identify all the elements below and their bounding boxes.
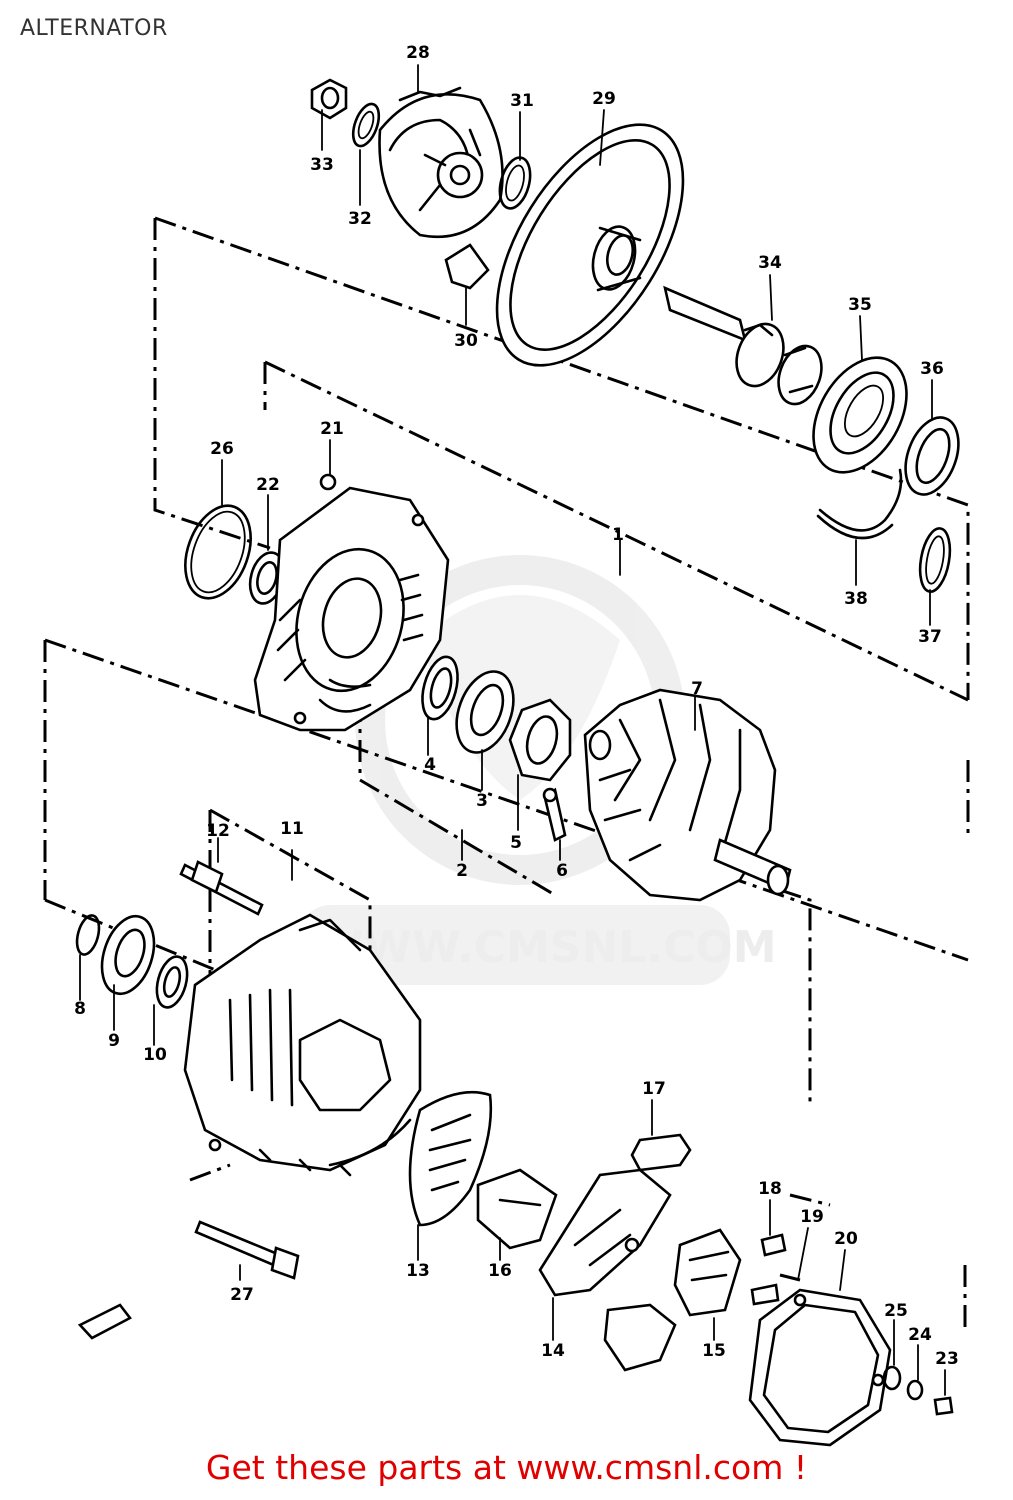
- pulley-29: [495, 123, 685, 367]
- bearing-3: [455, 670, 515, 754]
- part-label-35: 35: [848, 295, 872, 315]
- o-ring-26: [184, 504, 252, 600]
- part-label-29: 29: [592, 89, 616, 109]
- part-label-30: 30: [454, 331, 478, 351]
- part-label-4: 4: [424, 755, 436, 775]
- seal-4: [421, 655, 459, 721]
- nut-33: [310, 78, 348, 120]
- seal-36: [904, 416, 960, 496]
- snap-ring-37: [918, 527, 952, 593]
- footer-link-text[interactable]: Get these parts at www.cmsnl.com !: [205, 1448, 808, 1487]
- bracket-14: [538, 1168, 672, 1297]
- part-label-13: 13: [406, 1261, 430, 1281]
- circlip-38: [816, 468, 903, 540]
- screw-6: [542, 787, 567, 842]
- part-label-9: 9: [108, 1031, 120, 1051]
- part-label-1: 1: [612, 525, 624, 545]
- part-label-16: 16: [488, 1261, 512, 1281]
- part-label-36: 36: [920, 359, 944, 379]
- part-label-23: 23: [935, 1349, 959, 1369]
- part-label-8: 8: [74, 999, 86, 1019]
- watermark-text: WWW.CMSNL.COM: [315, 922, 777, 973]
- through-bolt-12: [179, 860, 264, 916]
- rectifier-13: [408, 1090, 493, 1227]
- brush-holder-16: [476, 1168, 558, 1250]
- part-label-17: 17: [642, 1079, 666, 1099]
- front-arrow-icon: [77, 1303, 132, 1340]
- diagram-title: ALTERNATOR: [20, 16, 168, 41]
- screw-19: [750, 1283, 780, 1306]
- screw-18: [760, 1233, 787, 1257]
- seal-10: [155, 955, 189, 1009]
- part-label-5: 5: [510, 833, 522, 853]
- part-label-2: 2: [456, 861, 468, 881]
- part-label-32: 32: [348, 209, 372, 229]
- terminal-17: [630, 1133, 692, 1172]
- rear-housing-11: [183, 913, 422, 1177]
- part-label-27: 27: [230, 1285, 254, 1305]
- part-label-22: 22: [256, 475, 280, 495]
- bearing-35: [812, 356, 908, 474]
- part-label-21: 21: [320, 419, 344, 439]
- washer-24: [906, 1379, 924, 1401]
- part-label-14: 14: [541, 1341, 565, 1361]
- part-label-18: 18: [758, 1179, 782, 1199]
- part-label-3: 3: [476, 791, 488, 811]
- part-label-6: 6: [556, 861, 568, 881]
- nut-23: [933, 1396, 954, 1416]
- washer-32: [351, 102, 381, 148]
- part-label-26: 26: [210, 439, 234, 459]
- part-label-38: 38: [844, 589, 868, 609]
- part-label-34: 34: [758, 253, 782, 273]
- o-ring-31: [498, 156, 532, 210]
- part-label-25: 25: [884, 1301, 908, 1321]
- fan-hub-28: [378, 86, 504, 239]
- part-labels: 1 2 3 4 5 6 7 8 9 10 11 12 13 14 15 16 1…: [74, 43, 959, 1369]
- part-label-11: 11: [280, 819, 304, 839]
- terminal-part: [603, 1303, 677, 1372]
- watermark-logo: WWW.CMSNL.COM: [300, 555, 777, 985]
- rotor-7: [583, 688, 792, 902]
- part-label-19: 19: [800, 1207, 824, 1227]
- bearing-9: [100, 914, 156, 996]
- part-label-10: 10: [143, 1045, 167, 1065]
- rear-cover-20: [748, 1288, 892, 1447]
- part-label-31: 31: [510, 91, 534, 111]
- part-label-15: 15: [702, 1341, 726, 1361]
- retainer-plate-5: [508, 698, 572, 782]
- regulator-15: [673, 1228, 742, 1317]
- part-label-20: 20: [834, 1229, 858, 1249]
- part-label-28: 28: [406, 43, 430, 63]
- part-label-33: 33: [310, 155, 334, 175]
- part-label-12: 12: [206, 821, 230, 841]
- ring-8: [75, 914, 101, 956]
- shaft-gear-34: [663, 285, 823, 406]
- assembly-outline-1: [153, 218, 271, 550]
- key-30: [444, 243, 490, 290]
- washer-25: [882, 1365, 902, 1391]
- part-label-24: 24: [908, 1325, 932, 1345]
- leader-lines: [79, 64, 946, 1396]
- screw-21: [319, 473, 337, 491]
- front-housing: [253, 486, 450, 732]
- bolt-27: [194, 1220, 300, 1280]
- part-label-7: 7: [691, 679, 703, 699]
- part-label-37: 37: [918, 627, 942, 647]
